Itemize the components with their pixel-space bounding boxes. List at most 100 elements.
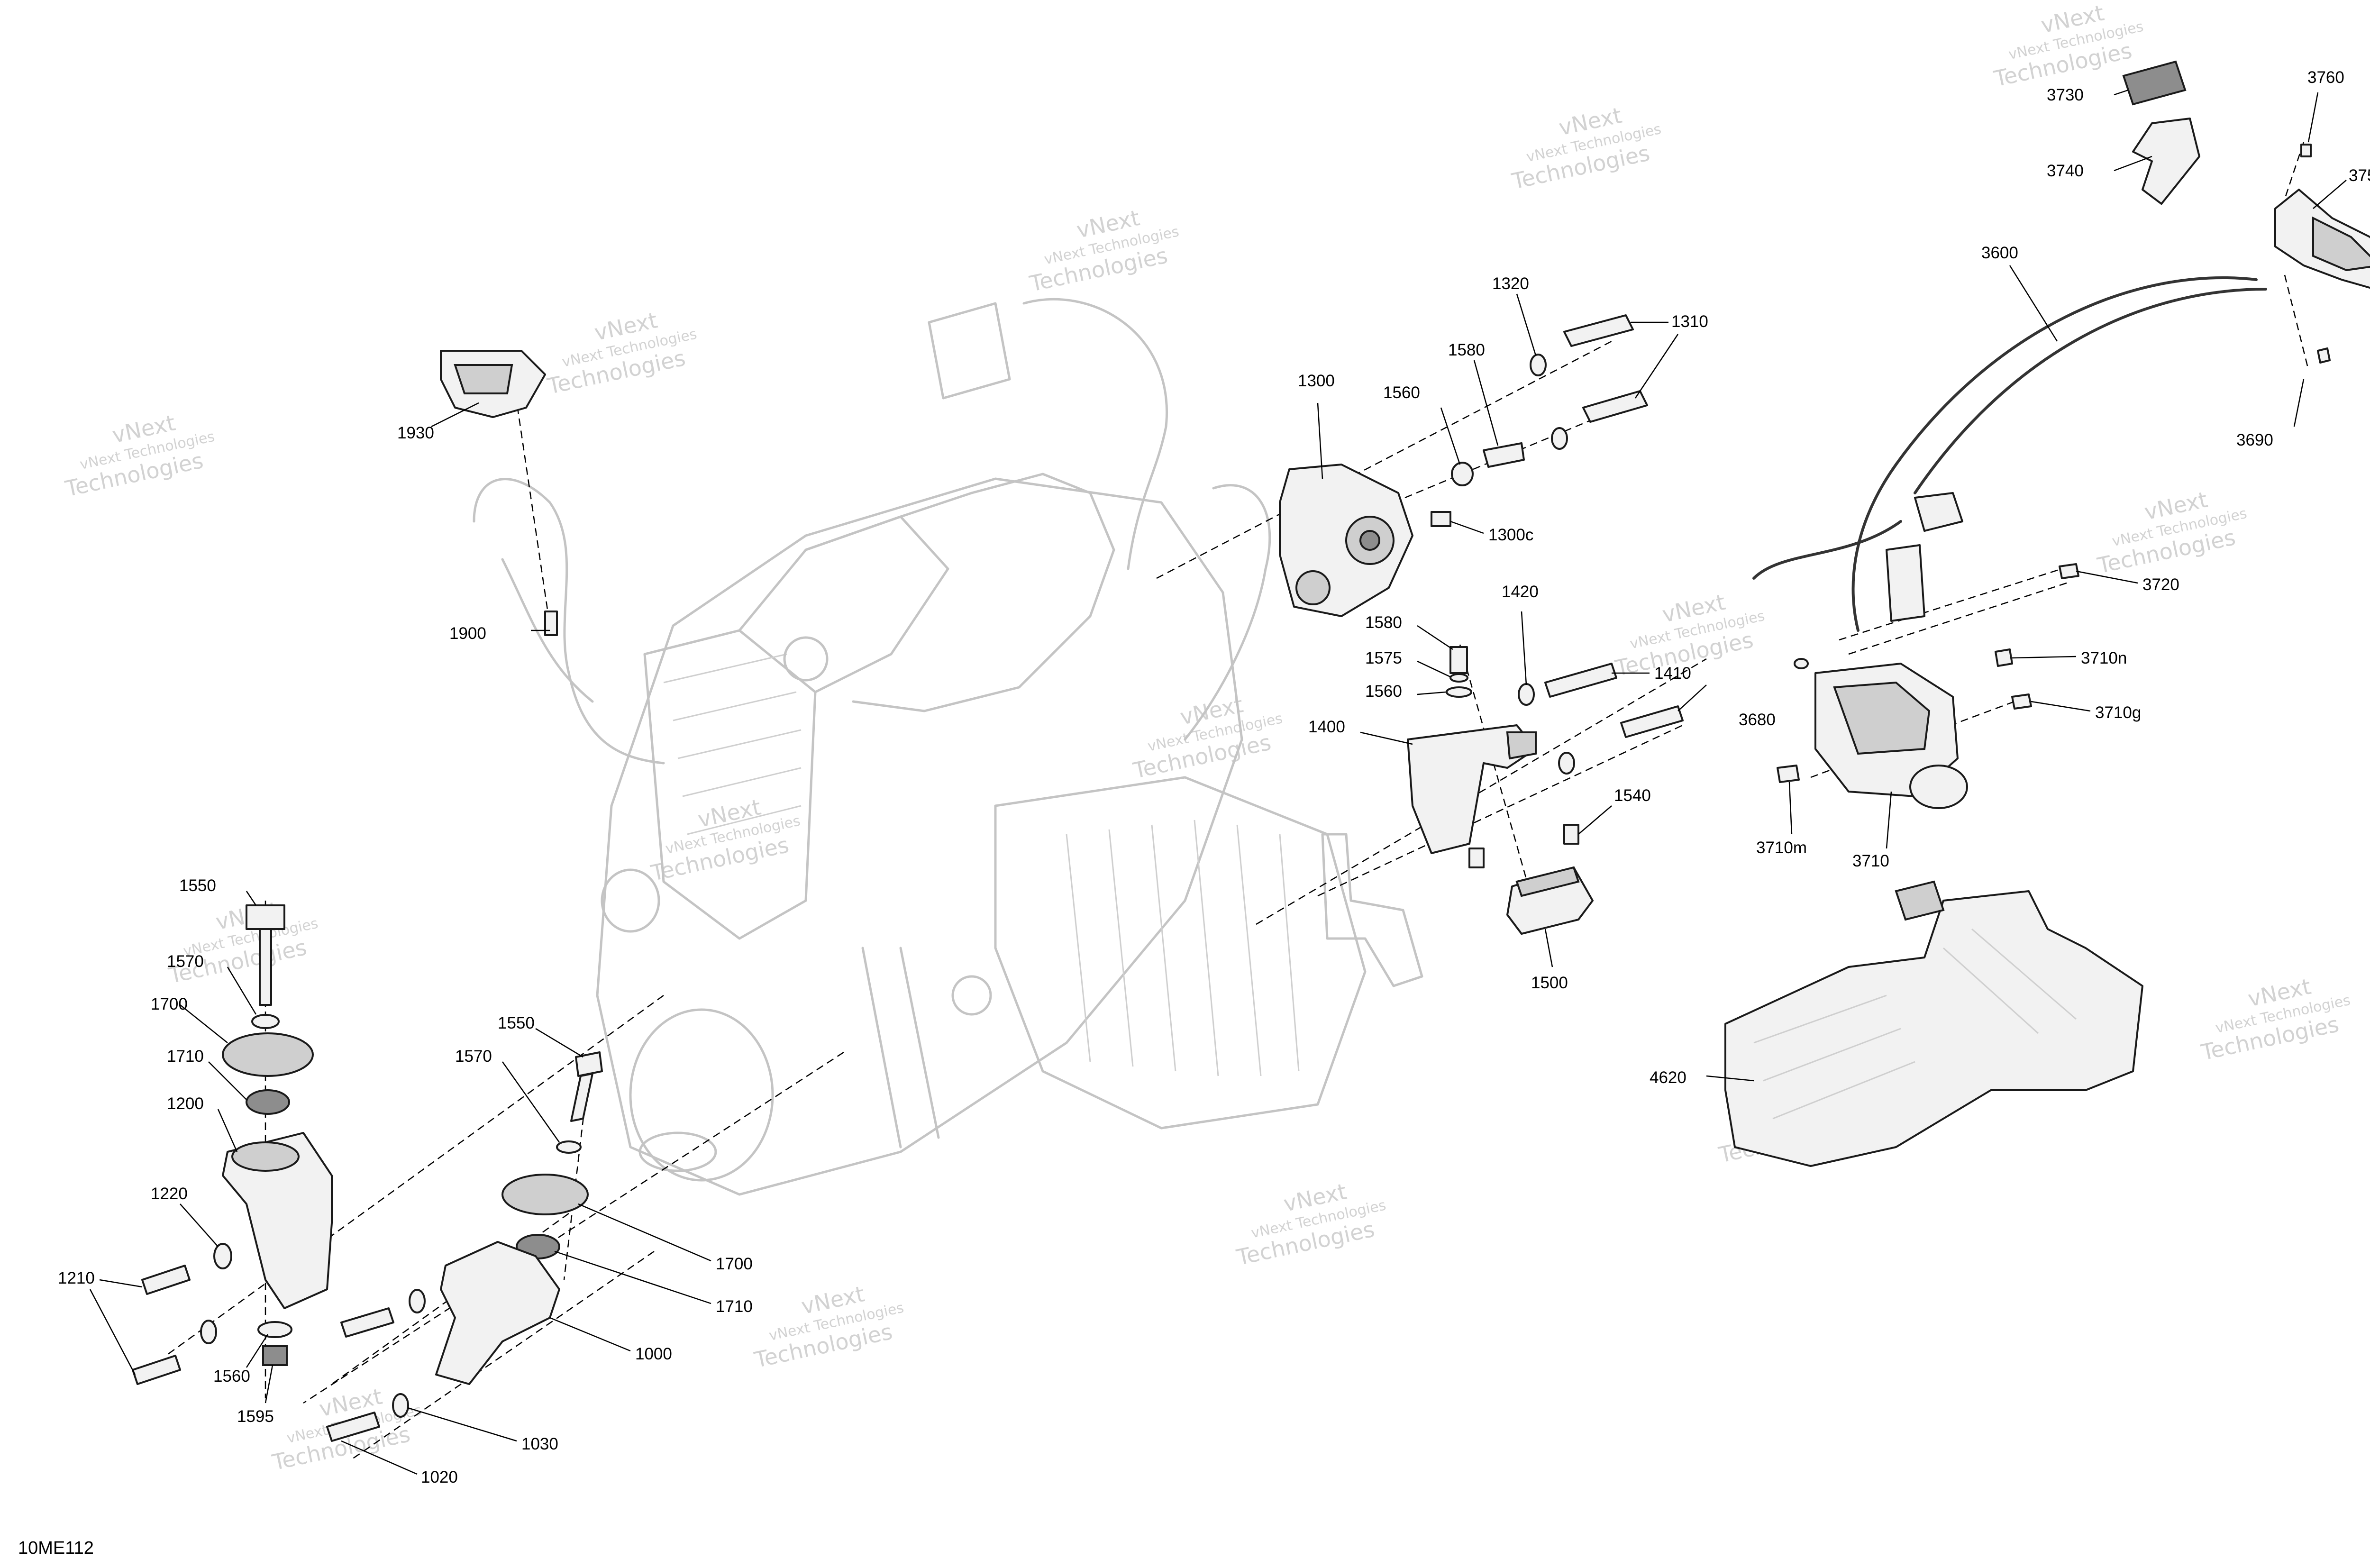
part-1420-washer [1518,683,1535,706]
intake-manifold [804,473,1115,712]
part-1580-stud-upper [1483,442,1525,468]
leader-1570a [227,966,257,1015]
leader-1550a [246,891,257,906]
callout-1710-right: 1710 [716,1297,753,1316]
part-3680-clip [1794,658,1809,669]
part-1570b-washer [556,1140,582,1154]
callout-3730: 3730 [2047,86,2084,104]
callout-1550-left: 1550 [179,876,216,895]
assembly-line-3760 [2284,142,2305,200]
callout-4620: 4620 [1650,1068,1686,1087]
leader-1580b [1417,625,1453,650]
parts [132,60,2370,1442]
part-1560-washer-lower [1446,686,1472,698]
part-3730-cap [2122,60,2187,106]
callout-1580-upper: 1580 [1448,341,1485,359]
leader-1540 [1578,805,1612,835]
part-4620-connector [1895,880,1945,921]
callout-3710n: 3710n [2081,649,2127,667]
callout-3720: 3720 [2142,575,2179,594]
callout-1310: 1310 [1671,312,1708,331]
leader-3710m [1788,782,1793,835]
part-1020-bolt-upper [340,1307,394,1338]
callout-3710m: 3710m [1756,839,1807,857]
part-1560c-washer [257,1321,292,1338]
leader-1710a [208,1061,247,1100]
leader-1410-b [1677,684,1707,711]
part-3600-branch [1752,520,1902,580]
breather-tube [1184,484,1271,741]
dipstick-ghost [951,975,992,1016]
callout-1900: 1900 [449,624,486,643]
callout-1220: 1220 [151,1185,188,1203]
part-1420-washer-lower [1558,752,1575,775]
part-1580-stud-lower [1449,646,1468,674]
callout-1560-upper: 1560 [1383,383,1420,402]
watermark: vNext vNext Technologies Technologies [1234,1178,1387,1270]
part-3710m-screw [1777,765,1800,783]
leader-1300 [1317,402,1323,479]
leader-1700b [578,1203,711,1262]
transmission-ribs [1066,820,1300,1076]
part-1550b-bolt-shank [570,1073,593,1122]
leader-1210-a [99,1279,143,1288]
flywheel-housing [629,1008,774,1182]
part-3710n-screw [1995,648,2013,667]
part-1710a-bushing [246,1089,290,1115]
leader-3720 [2076,570,2138,584]
watermark: vNext vNext Technologies Technologies [63,410,216,501]
oil-filter [601,868,660,933]
callout-1200: 1200 [167,1094,204,1113]
part-4620-housing [1724,890,2143,1167]
part-1310-bolt-upper [1563,314,1634,347]
connector-top [928,302,1011,400]
leader-3600 [2009,265,2058,342]
head-fins [663,653,802,835]
leader-3740 [2114,155,2152,172]
leader-1000 [549,1317,631,1352]
cylinder-head-top [738,515,949,693]
part-1030-washer-lower [392,1393,409,1418]
callout-1700-left: 1700 [151,995,188,1013]
callout-1020: 1020 [421,1468,458,1486]
leader-lines [89,89,2347,1475]
part-1300-bore [1359,530,1380,551]
callout-3710: 3710 [1852,852,1889,870]
callout-1210: 1210 [58,1269,95,1287]
part-1410-bolt-lower [1620,705,1684,738]
leader-3710g [2031,701,2091,712]
leader-1595 [264,1365,273,1404]
callout-1595: 1595 [237,1407,274,1426]
part-3710-gearbox [1833,681,1931,755]
leader-1560b [1417,691,1446,695]
part-3720-screw [2059,563,2079,579]
part-3760-screw [2300,144,2312,157]
callout-1580-lower: 1580 [1365,613,1402,632]
part-1210-bolt-lower [132,1355,181,1385]
part-1320-washer [1530,354,1547,376]
callout-3680: 3680 [1739,711,1776,729]
part-1900-bolt [544,611,558,636]
watermark: vNext vNext Technologies Technologies [1130,692,1284,784]
coolant-outlet [1321,833,1423,987]
leader-3690 [2293,379,2305,427]
part-1550a-bolt-head [246,904,285,930]
part-1220-washer-lower [200,1320,217,1344]
leader-1310-b [1634,334,1679,399]
watermark: vNext vNext Technologies Technologies [166,897,319,989]
callout-1550-right: 1550 [498,1014,535,1032]
part-1550a-bolt-shank [259,928,272,1006]
callout-1570-right: 1570 [455,1047,492,1066]
callout-1400: 1400 [1308,718,1345,736]
leader-1320 [1516,293,1537,356]
leader-1220 [180,1203,219,1247]
part-1700b-cushion [501,1174,589,1215]
part-1030-washer-upper [409,1289,426,1313]
watermark: vNext vNext Technologies Technologies [648,794,802,886]
diagram-code: 10ME112 [18,1538,94,1558]
leader-1500 [1544,929,1553,967]
assembly-line-3690 [2284,274,2309,370]
part-1300c-screw [1431,511,1451,527]
leader-3750 [2313,180,2347,209]
leader-1030 [407,1407,517,1442]
